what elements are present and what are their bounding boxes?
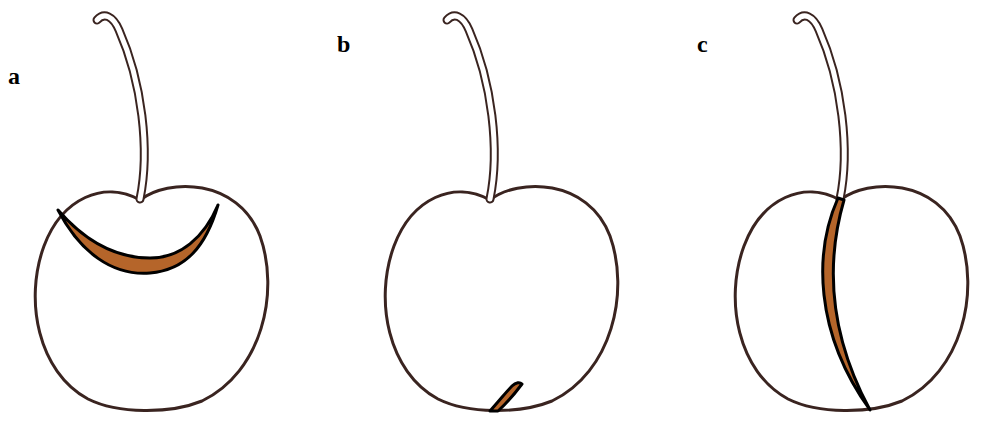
crack xyxy=(490,383,522,411)
panel-letter: b xyxy=(337,32,350,56)
crack xyxy=(58,205,218,273)
cherry-a xyxy=(35,16,268,411)
cherry-c xyxy=(735,16,968,411)
panel-letter: a xyxy=(8,64,20,88)
panel-letter: c xyxy=(697,32,708,56)
crack xyxy=(823,198,870,410)
cherry-b xyxy=(385,16,618,411)
